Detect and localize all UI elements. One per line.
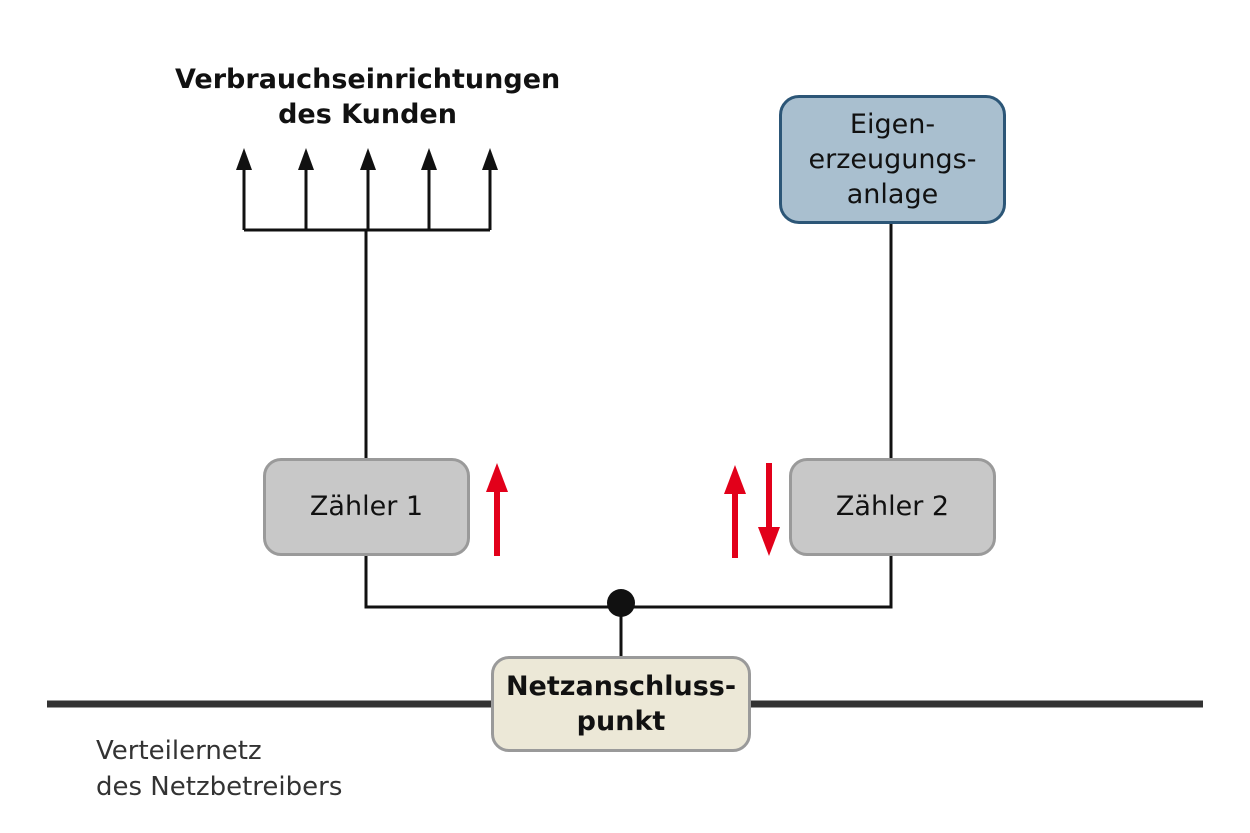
grid-label-line1: Verteilernetz <box>96 736 262 766</box>
meter2-flow-down-arrow <box>758 463 780 556</box>
connection-point-box: Netzanschluss- punkt <box>491 656 751 752</box>
meter1-box: Zähler 1 <box>263 458 470 556</box>
consumer-arrowhead-5 <box>482 148 498 170</box>
meter2-box: Zähler 2 <box>789 458 996 556</box>
grid-label: Verteilernetz des Netzbetreibers <box>96 733 342 806</box>
consumer-arrowhead-2 <box>298 148 314 170</box>
junction-dot <box>607 589 635 617</box>
meter2-label: Zähler 2 <box>835 491 950 523</box>
meter1-label: Zähler 1 <box>309 491 424 523</box>
consumer-outlet-arrows <box>236 148 498 230</box>
generator-label-line3: anlage <box>846 179 939 211</box>
generator-label-line1: Eigen- <box>849 108 936 140</box>
consumers-label-line2: des Kunden <box>278 99 457 131</box>
consumers-label-line1: Verbrauchseinrichtungen <box>175 64 561 95</box>
connection-point-label-line1: Netzanschluss- <box>505 670 737 702</box>
consumer-arrowhead-3 <box>360 148 376 170</box>
meter1-flow-up-arrow <box>486 463 508 556</box>
connection-point-label-line2: punkt <box>576 706 666 737</box>
grid-label-line2: des Netzbetreibers <box>96 772 343 803</box>
generator-box: Eigen- erzeugungs- anlage <box>779 95 1006 224</box>
consumer-arrowhead-1 <box>236 148 252 170</box>
generator-label-line2: erzeugungs- <box>808 143 977 175</box>
meter2-flow-up-arrow <box>724 465 746 558</box>
consumers-label: Verbrauchseinrichtungen des Kunden <box>175 62 560 132</box>
consumer-arrowhead-4 <box>421 148 437 170</box>
